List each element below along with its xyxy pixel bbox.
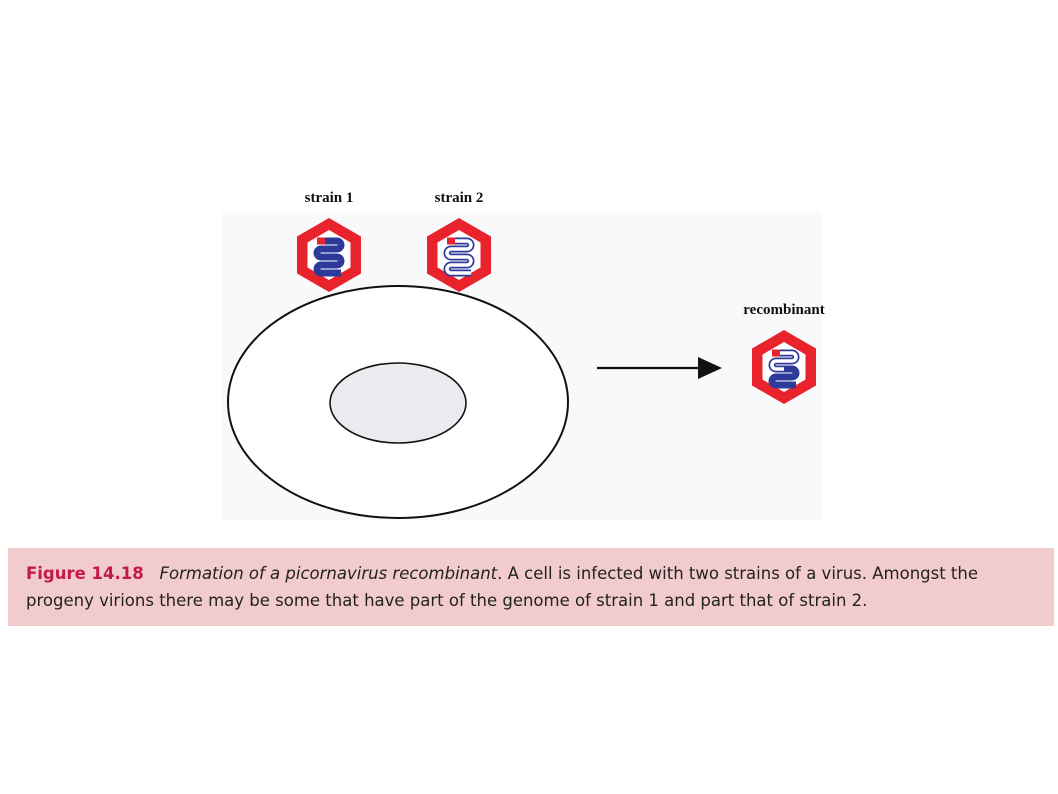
strain1-label: strain 1 [305,190,354,206]
strain2-virion-icon [427,218,491,292]
recombinant-virion-icon [752,330,816,404]
recombinant-label: recombinant [743,302,824,318]
figure-number: Figure 14.18 [26,564,144,583]
figure-caption: Figure 14.18 Formation of a picornavirus… [8,548,1054,626]
cell-nucleus [329,362,467,444]
figure-title: Formation of a picornavirus recombinant [159,564,498,583]
caption-text: . A cell is infected with two strains of… [26,564,979,610]
recombination-diagram: strain 1 strain 2 recombinant [227,190,825,519]
strain1-virion-icon [297,218,361,292]
arrow-icon [597,357,722,379]
strain2-label: strain 2 [435,190,484,206]
